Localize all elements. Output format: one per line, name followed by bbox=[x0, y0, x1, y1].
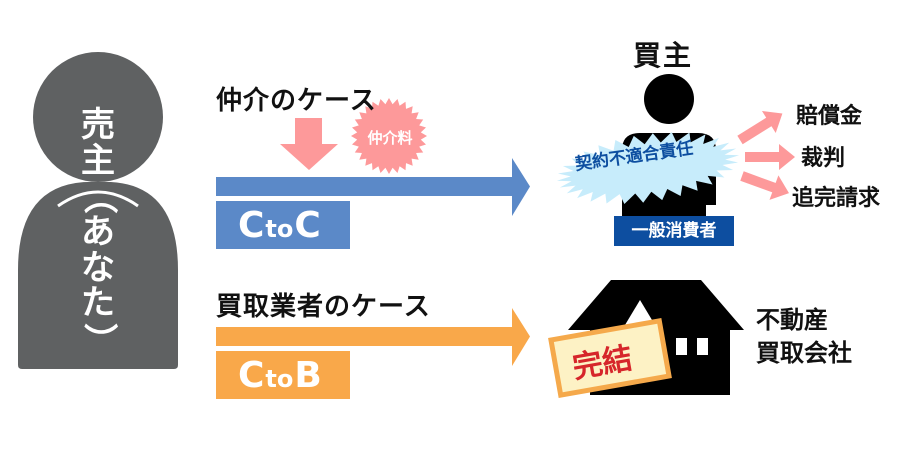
liability-burst-icon bbox=[556, 132, 740, 204]
fee-badge-label: 仲介料 bbox=[367, 129, 413, 147]
seller-body bbox=[18, 181, 178, 369]
seller-label-char: ） bbox=[78, 322, 119, 357]
buyout-company-label-line1: 不動産 bbox=[756, 306, 828, 334]
seller-head bbox=[33, 52, 163, 182]
seller-silhouette bbox=[18, 52, 178, 369]
ctoc-part: C bbox=[238, 204, 265, 246]
seller-label-char: 売 bbox=[81, 105, 115, 145]
buyer-title: 買主 bbox=[633, 39, 694, 72]
buyer-head bbox=[644, 74, 694, 124]
seller-label-char: た bbox=[81, 283, 115, 324]
seller-label-char: 主 bbox=[81, 140, 115, 181]
brokerage-case-title: 仲介のケース bbox=[216, 86, 377, 116]
arrow-to-remedy-icon bbox=[740, 171, 789, 200]
house-window-right bbox=[697, 338, 708, 355]
ctoc-part: to bbox=[265, 215, 294, 243]
consequence-arrows bbox=[737, 110, 795, 200]
seller-label-char: あ bbox=[81, 212, 115, 253]
consequence-compensation: 賠償金 bbox=[796, 104, 863, 129]
fee-down-arrow-icon bbox=[280, 118, 338, 170]
ctob-part: B bbox=[294, 354, 322, 396]
seller-neck-line bbox=[57, 190, 139, 208]
buyout-case-title: 買取業者のケース bbox=[216, 292, 431, 322]
seller-label: 売 主 （ あ な た ） bbox=[78, 105, 119, 358]
fee-burst-icon bbox=[351, 98, 427, 174]
consumer-badge: 一般消費者 bbox=[614, 216, 734, 246]
ctoc-part: C bbox=[294, 204, 321, 246]
house-window-left bbox=[676, 338, 687, 355]
buyout-company-label-line2: 買取会社 bbox=[756, 339, 852, 367]
consequence-lawsuit: 裁判 bbox=[801, 146, 846, 171]
seller-label-char: な bbox=[81, 247, 115, 288]
ctob-part: C bbox=[238, 354, 265, 396]
ctob-part: to bbox=[265, 365, 294, 393]
buyout-arrow bbox=[216, 308, 530, 366]
arrow-to-lawsuit-icon bbox=[745, 144, 795, 170]
completion-stamp bbox=[548, 317, 672, 399]
arrow-to-compensation-icon bbox=[737, 110, 783, 145]
seller-label-char: （ bbox=[78, 180, 119, 215]
consequence-remedy: 追完請求 bbox=[792, 186, 881, 211]
brokerage-arrow bbox=[216, 158, 530, 216]
